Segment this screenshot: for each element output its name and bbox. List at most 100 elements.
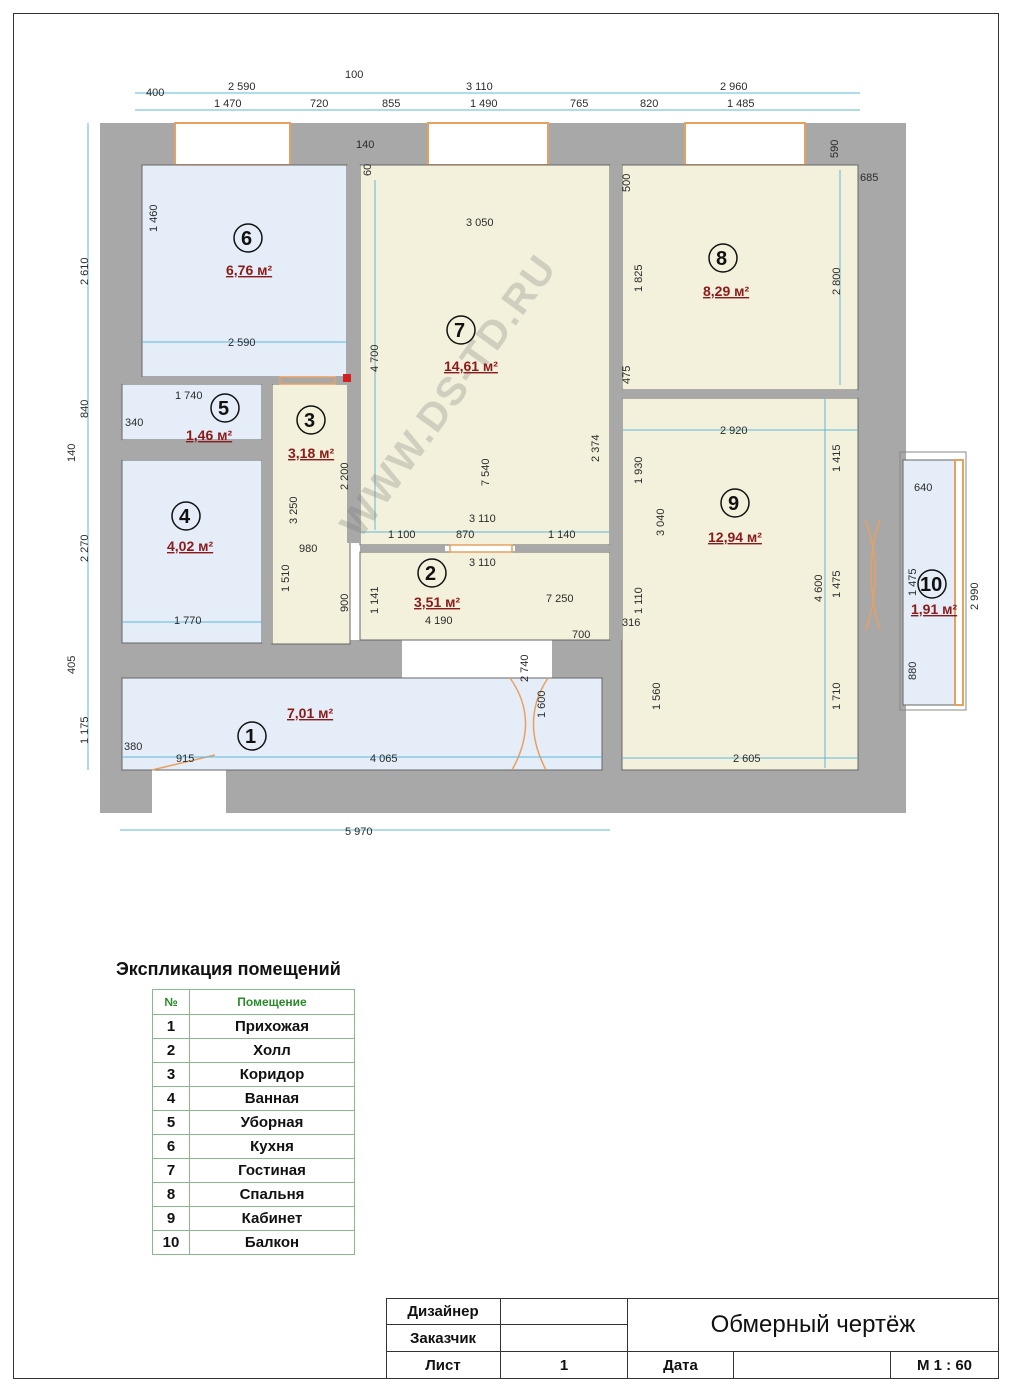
sheet-label: Лист — [386, 1352, 501, 1379]
room-9-number: 9 — [728, 493, 739, 515]
floor-plan: WWW.DS-TD.RU 2 590 100 3 110 2 960 400 1… — [66, 69, 981, 838]
room-5-area: 1,46 м² — [186, 427, 232, 443]
room-numbers: 6 7 8 5 3 4 9 2 1 10 — [179, 228, 942, 748]
balcony-window — [954, 459, 964, 706]
dim-misc-32: 700 — [572, 629, 590, 641]
dim-misc-36: 4 600 — [813, 574, 825, 602]
top-windows — [174, 122, 806, 166]
row-room: Гостиная — [189, 1158, 355, 1183]
dim-misc-2: 590 — [829, 140, 841, 158]
explication-title: Экспликация помещений — [116, 959, 341, 979]
dim-top-outer-1: 2 590 — [228, 81, 256, 93]
title-block: Дизайнер Заказчик Лист 1 Обмерный чертёж… — [386, 1298, 999, 1379]
dim-misc-22: 1 100 — [388, 529, 416, 541]
room-6-number: 6 — [241, 228, 252, 250]
row-room: Холл — [189, 1038, 355, 1063]
dim-misc-11: 1 825 — [633, 264, 645, 292]
row-room: Балкон — [189, 1230, 355, 1255]
room-4 — [121, 459, 263, 644]
dimension-lines — [87, 92, 860, 831]
row-room: Кухня — [189, 1134, 355, 1159]
dim-misc-0: 140 — [356, 139, 374, 151]
dim-misc-44: 1 600 — [536, 690, 548, 718]
room-8-number: 8 — [716, 248, 727, 270]
row-num: 6 — [152, 1134, 190, 1159]
dim-top-inner-3: 720 — [310, 98, 328, 110]
customer-value — [501, 1325, 628, 1352]
dim-misc-13: 475 — [621, 366, 633, 384]
room-1-number: 1 — [245, 726, 256, 748]
dim-top-outer-4: 2 960 — [720, 81, 748, 93]
room-9-area: 12,94 м² — [708, 529, 762, 545]
dim-left-5: 405 — [66, 656, 78, 674]
dim-top-inner-5: 1 490 — [470, 98, 498, 110]
dim-misc-40: 2 990 — [969, 582, 981, 610]
row-num: 5 — [152, 1110, 190, 1135]
row-num: 9 — [152, 1206, 190, 1231]
row-room: Прихожая — [189, 1014, 355, 1039]
dim-misc-9: 4 700 — [369, 344, 381, 372]
dim-misc-3: 685 — [860, 172, 878, 184]
dim-misc-6: 1 740 — [175, 390, 203, 402]
dim-misc-33: 316 — [622, 617, 640, 629]
row-room: Уборная — [189, 1110, 355, 1135]
dim-misc-35: 3 040 — [655, 508, 667, 536]
dim-misc-10: 500 — [621, 174, 633, 192]
date-label: Дата — [628, 1352, 734, 1379]
scale-label: М 1 : 60 — [891, 1352, 999, 1379]
row-room: Ванная — [189, 1086, 355, 1111]
col-num-header: № — [152, 989, 190, 1015]
dim-left-6: 1 175 — [79, 716, 91, 744]
dimension-labels: 2 590 100 3 110 2 960 400 1 470 720 855 … — [66, 69, 981, 838]
dim-misc-20: 3 250 — [288, 496, 300, 524]
dim-misc-41: 880 — [907, 662, 919, 680]
dim-misc-31: 7 250 — [546, 593, 574, 605]
room-7 — [359, 164, 611, 546]
dim-top-inner-8: 1 485 — [727, 98, 755, 110]
room-7-number: 7 — [454, 320, 465, 342]
room-3 — [271, 383, 351, 645]
dim-misc-45: 1 560 — [651, 682, 663, 710]
dim-misc-7: 340 — [125, 417, 143, 429]
dim-left-1: 2 610 — [79, 257, 91, 285]
dim-misc-25: 1 140 — [548, 529, 576, 541]
dim-misc-5: 2 590 — [228, 337, 256, 349]
room-4-area: 4,02 м² — [167, 538, 213, 554]
dim-misc-17: 2 374 — [590, 434, 602, 462]
dim-misc-12: 2 800 — [831, 267, 843, 295]
dim-misc-43: 2 740 — [519, 654, 531, 682]
row-num: 8 — [152, 1182, 190, 1207]
doors — [151, 376, 881, 771]
room-9 — [621, 397, 859, 771]
room-5-number: 5 — [218, 398, 229, 420]
dim-misc-26: 3 110 — [469, 557, 496, 569]
room-1-area: 7,01 м² — [287, 705, 333, 721]
dim-bottom: 5 970 — [345, 826, 373, 838]
dim-misc-15: 1 415 — [831, 444, 843, 472]
room-10-area: 1,91 м² — [911, 601, 957, 617]
dim-misc-4: 1 460 — [148, 204, 160, 232]
red-marker — [343, 374, 351, 382]
dim-misc-37: 1 475 — [831, 570, 843, 598]
dim-misc-8: 3 050 — [466, 217, 494, 229]
room-8-area: 8,29 м² — [703, 283, 749, 299]
room-6-area: 6,76 м² — [226, 262, 272, 278]
room-2 — [359, 551, 611, 641]
dim-misc-30: 4 190 — [425, 615, 453, 627]
row-room: Коридор — [189, 1062, 355, 1087]
dim-misc-46: 1 710 — [831, 682, 843, 710]
room-4-number: 4 — [179, 506, 191, 528]
dim-misc-18: 7 540 — [480, 458, 492, 486]
dim-left-2: 840 — [79, 400, 91, 418]
dim-misc-27: 1 510 — [280, 564, 292, 592]
balcony-frame — [899, 451, 967, 711]
dim-top-inner-2: 1 470 — [214, 98, 242, 110]
designer-value — [501, 1298, 628, 1325]
room-markers — [171, 223, 947, 751]
